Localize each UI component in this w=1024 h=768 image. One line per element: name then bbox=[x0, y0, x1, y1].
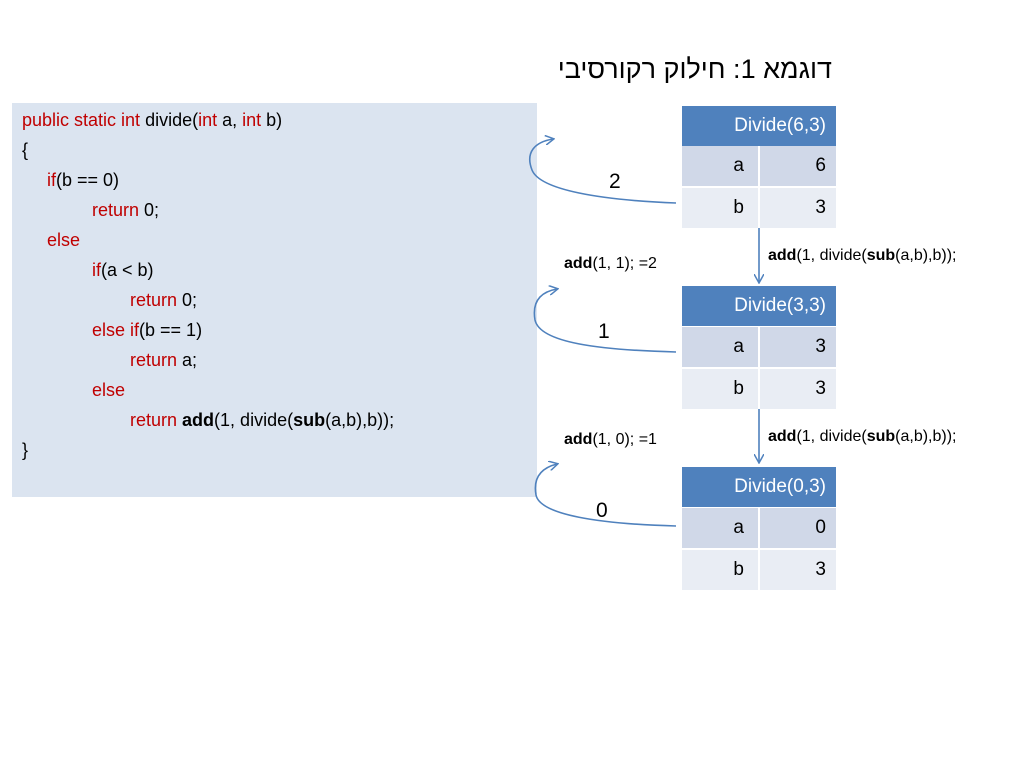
return-arrow-3 bbox=[534, 464, 677, 527]
var-value: 0 bbox=[760, 508, 836, 548]
var-value: 3 bbox=[760, 369, 836, 409]
var-name: b bbox=[682, 369, 758, 409]
code-line-8: else if(b == 1) bbox=[92, 320, 203, 340]
return-value-1: 2 bbox=[609, 170, 621, 193]
frame-header-3: Divide(0,3) bbox=[682, 467, 836, 507]
return-note-1: add(1, 1); =2 bbox=[564, 255, 657, 272]
code-line-5: else bbox=[47, 230, 81, 250]
code-line-1: public static int divide(int a, int b) bbox=[22, 110, 283, 130]
var-name: b bbox=[682, 188, 758, 228]
var-name: a bbox=[682, 327, 758, 367]
return-value-2: 1 bbox=[598, 320, 610, 343]
return-note-2: add(1, 0); =1 bbox=[564, 431, 657, 448]
frame-row-b-2: b 3 bbox=[682, 369, 836, 409]
var-name: a bbox=[682, 146, 758, 186]
return-value-3: 0 bbox=[596, 499, 608, 522]
call-note-2: add(1, divide(sub(a,b),b)); bbox=[768, 428, 957, 445]
code-line-7: return 0; bbox=[130, 290, 198, 310]
frame-row-b-3: b 3 bbox=[682, 550, 836, 590]
var-value: 6 bbox=[760, 146, 836, 186]
code-line-12: } bbox=[22, 440, 29, 460]
code-line-9: return a; bbox=[130, 350, 198, 370]
var-name: b bbox=[682, 550, 758, 590]
code-line-2: { bbox=[22, 140, 29, 160]
return-arrow-1 bbox=[528, 139, 677, 204]
var-name: a bbox=[682, 508, 758, 548]
call-note-1: add(1, divide(sub(a,b),b)); bbox=[768, 247, 957, 264]
slide-title: דוגמא 1: חילוק רקורסיבי bbox=[557, 54, 832, 84]
var-value: 3 bbox=[760, 327, 836, 367]
code-block: public static int divide(int a, int b) {… bbox=[12, 103, 537, 497]
var-value: 3 bbox=[760, 550, 836, 590]
code-line-3: if(b == 0) bbox=[47, 170, 120, 190]
return-arrow-2 bbox=[533, 289, 677, 353]
code-line-6: if(a < b) bbox=[92, 260, 154, 280]
frame-row-a-1: a 6 bbox=[682, 146, 836, 186]
code-line-11: return add(1, divide(sub(a,b),b)); bbox=[130, 410, 395, 430]
frame-header-1: Divide(6,3) bbox=[682, 106, 836, 146]
frame-header-2: Divide(3,3) bbox=[682, 286, 836, 326]
frame-row-a-3: a 0 bbox=[682, 508, 836, 548]
frame-row-a-2: a 3 bbox=[682, 327, 836, 367]
code-line-4: return 0; bbox=[92, 200, 160, 220]
var-value: 3 bbox=[760, 188, 836, 228]
code-line-10: else bbox=[92, 380, 126, 400]
frame-row-b-1: b 3 bbox=[682, 188, 836, 228]
